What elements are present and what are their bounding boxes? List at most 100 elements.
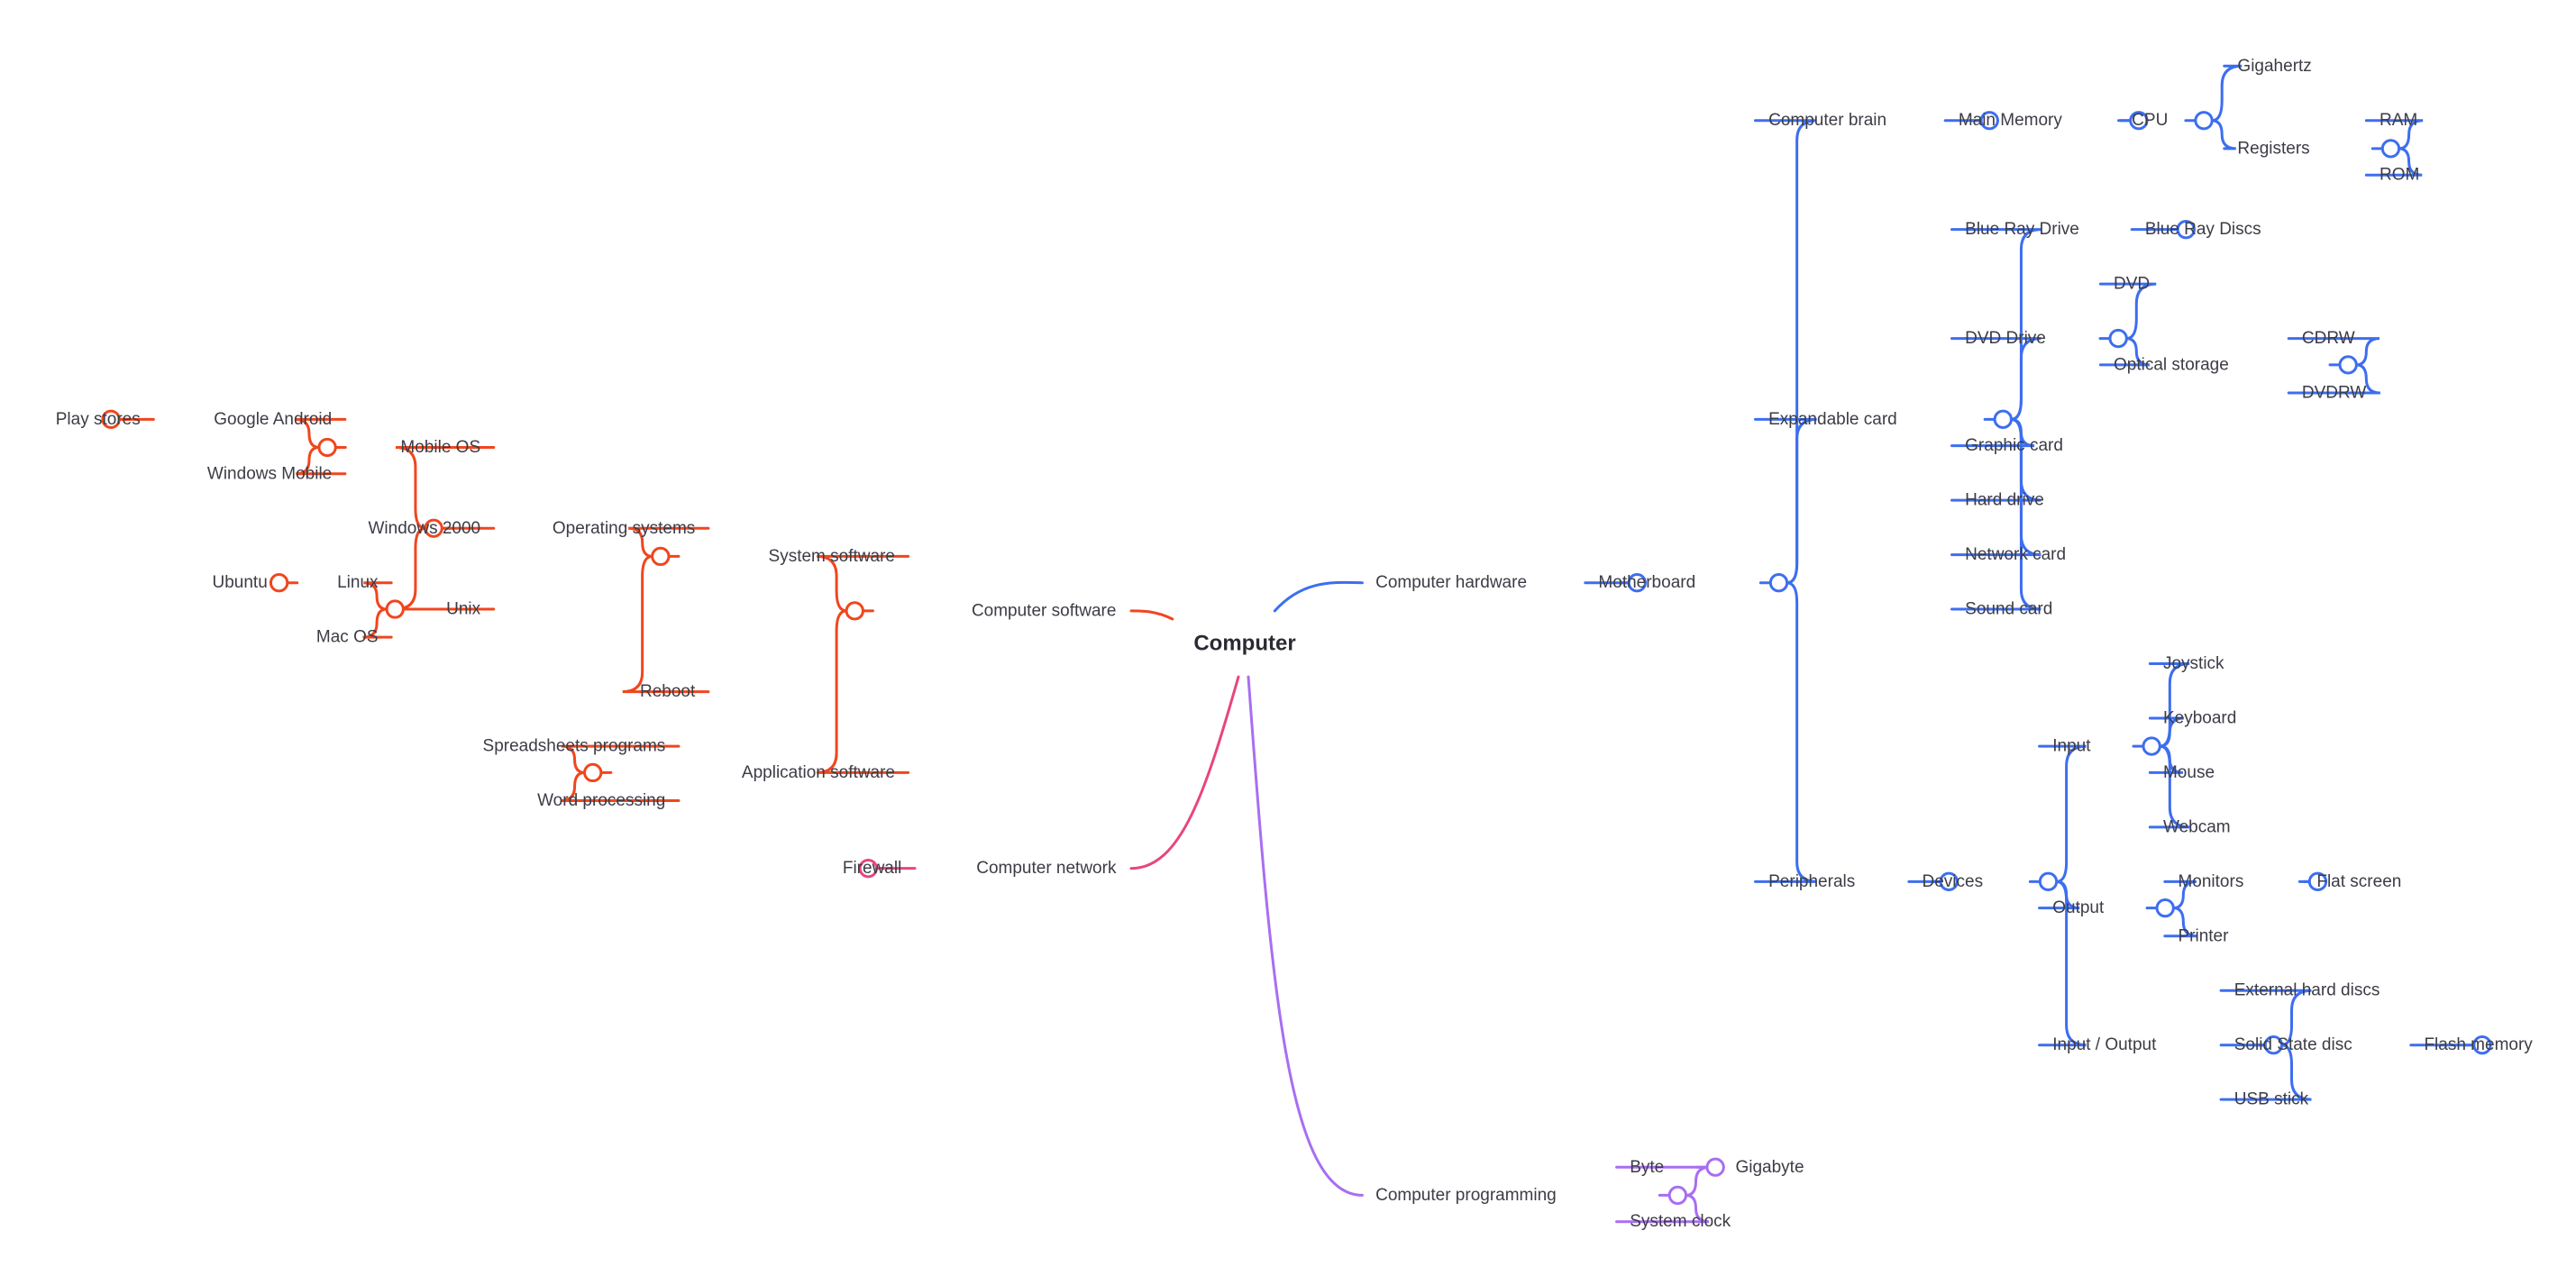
collapse-toggle-hw[interactable]: [1627, 573, 1647, 593]
node-reg[interactable]: Registers: [2237, 139, 2309, 158]
node-brdisc[interactable]: Blue Ray Discs: [2145, 220, 2261, 239]
node-mainmem[interactable]: Main Memory: [1959, 111, 2063, 130]
node-cpu[interactable]: CPU: [2132, 111, 2168, 130]
node-hw[interactable]: Computer hardware: [1375, 573, 1527, 592]
node-kbd[interactable]: Keyboard: [2163, 708, 2236, 727]
collapse-toggle-linux[interactable]: [269, 573, 289, 593]
node-opt[interactable]: Optical storage: [2114, 355, 2229, 374]
node-net[interactable]: Computer network: [976, 859, 1117, 878]
node-output[interactable]: Output: [2052, 898, 2105, 917]
collapse-toggle-net[interactable]: [858, 858, 878, 879]
node-gcard[interactable]: Graphic card: [1965, 436, 2063, 455]
collapse-toggle-os[interactable]: [424, 518, 443, 538]
connector-io: [2038, 879, 2087, 1047]
node-ram[interactable]: RAM: [2380, 111, 2417, 130]
collapse-toggle-byte[interactable]: [1705, 1157, 1725, 1177]
node-joy[interactable]: Joystick: [2163, 654, 2224, 673]
root-branch-prog: [1247, 675, 1364, 1197]
collapse-toggle-brain[interactable]: [1979, 111, 1999, 131]
collapse-toggle-mobos[interactable]: [317, 437, 337, 458]
node-periph[interactable]: Peripherals: [1768, 872, 1855, 891]
collapse-toggle-exp[interactable]: [1993, 409, 2013, 430]
node-webcam[interactable]: Webcam: [2163, 817, 2231, 836]
node-syssw[interactable]: System software: [769, 547, 895, 566]
node-hdd[interactable]: Hard drive: [1965, 491, 2044, 510]
collapse-toggle-mb[interactable]: [1768, 573, 1789, 593]
collapse-toggle-syssw[interactable]: [651, 546, 671, 567]
node-ssd[interactable]: Solid State disc: [2234, 1035, 2352, 1054]
collapse-toggle-cpu[interactable]: [2194, 111, 2214, 131]
collapse-toggle-brd[interactable]: [2176, 219, 2196, 240]
node-reboot[interactable]: Reboot: [640, 682, 696, 701]
collapse-toggle-opt[interactable]: [2338, 355, 2358, 375]
node-appsw[interactable]: Application software: [742, 763, 895, 782]
node-clock[interactable]: System clock: [1630, 1212, 1731, 1231]
connector-android: [295, 417, 347, 449]
node-io[interactable]: Input / Output: [2052, 1035, 2157, 1054]
collapse-toggle-dvdd[interactable]: [2108, 328, 2128, 349]
node-unix[interactable]: Unix: [446, 600, 481, 619]
collapse-toggle-android[interactable]: [101, 409, 121, 430]
node-ncard[interactable]: Network card: [1965, 545, 2066, 564]
node-macos[interactable]: Mac OS: [316, 628, 379, 647]
node-printer[interactable]: Printer: [2178, 926, 2229, 945]
node-playstores[interactable]: Play stores: [56, 410, 141, 429]
collapse-toggle-prog[interactable]: [1667, 1185, 1688, 1206]
collapse-toggles: [101, 111, 2492, 1206]
node-flash[interactable]: Flash memory: [2424, 1035, 2533, 1054]
collapse-toggle-output[interactable]: [2155, 898, 2175, 918]
collapse-toggle-input[interactable]: [2142, 736, 2161, 756]
connector-periph: [1753, 581, 1817, 883]
node-input[interactable]: Input: [2052, 737, 2091, 756]
node-rom[interactable]: ROM: [2380, 166, 2419, 185]
node-byte[interactable]: Byte: [1630, 1158, 1664, 1177]
connector-ghz: [2210, 64, 2243, 123]
node-gb[interactable]: Gigabyte: [1735, 1158, 1804, 1177]
node-android[interactable]: Google Android: [214, 410, 332, 429]
node-cdrw[interactable]: CDRW: [2302, 329, 2355, 348]
node-word[interactable]: Word processing: [537, 791, 665, 810]
node-scard[interactable]: Sound card: [1965, 600, 2052, 619]
node-firewall[interactable]: Firewall: [843, 859, 901, 878]
collapse-toggle-unix[interactable]: [385, 599, 405, 619]
node-usb[interactable]: USB stick: [2234, 1090, 2309, 1109]
node-ghz[interactable]: Gigahertz: [2237, 57, 2311, 76]
collapse-toggle-appsw[interactable]: [583, 762, 603, 783]
collapse-toggle-mainmem[interactable]: [2129, 111, 2149, 131]
node-dvdrw[interactable]: DVDRW: [2302, 384, 2366, 403]
collapse-toggle-periph[interactable]: [1939, 871, 1959, 891]
collapse-toggle-reg[interactable]: [2380, 139, 2401, 159]
connector-brain: [1753, 119, 1817, 585]
node-brain[interactable]: Computer brain: [1768, 111, 1886, 130]
node-flat[interactable]: Flat screen: [2316, 872, 2401, 891]
node-mb[interactable]: Motherboard: [1598, 573, 1695, 592]
collapse-toggle-io[interactable]: [2263, 1035, 2284, 1055]
collapse-toggle-ssd[interactable]: [2472, 1035, 2492, 1055]
node-prog[interactable]: Computer programming: [1375, 1186, 1557, 1205]
node-sw[interactable]: Computer software: [972, 601, 1117, 620]
node-dev[interactable]: Devices: [1923, 872, 1984, 891]
node-mon[interactable]: Monitors: [2178, 872, 2243, 891]
node-mobos[interactable]: Mobile OS: [400, 438, 480, 457]
node-dvdd[interactable]: DVD Drive: [1965, 329, 2046, 348]
connector-dvd: [2098, 282, 2157, 341]
node-os[interactable]: Operating systems: [553, 519, 695, 538]
node-ehd[interactable]: External hard discs: [2234, 981, 2380, 1000]
collapse-toggle-sw[interactable]: [845, 601, 864, 621]
root-node[interactable]: Computer: [1193, 632, 1295, 656]
node-linux[interactable]: Linux: [337, 573, 379, 592]
node-exp[interactable]: Expandable card: [1768, 410, 1897, 429]
connector-reg: [2210, 119, 2236, 150]
node-brd[interactable]: Blue Ray Drive: [1965, 220, 2079, 239]
collapse-toggle-dev[interactable]: [2038, 871, 2059, 891]
node-spread[interactable]: Spreadsheets programs: [483, 737, 666, 756]
collapse-toggle-mon[interactable]: [2307, 871, 2328, 891]
node-mouse[interactable]: Mouse: [2163, 763, 2215, 782]
connector-webcam: [2148, 744, 2190, 829]
node-ubuntu[interactable]: Ubuntu: [213, 573, 268, 592]
node-dvd[interactable]: DVD: [2114, 275, 2150, 294]
connector-word: [560, 770, 681, 803]
node-win2k[interactable]: Windows 2000: [369, 519, 481, 538]
node-winmob[interactable]: Windows Mobile: [207, 464, 332, 483]
